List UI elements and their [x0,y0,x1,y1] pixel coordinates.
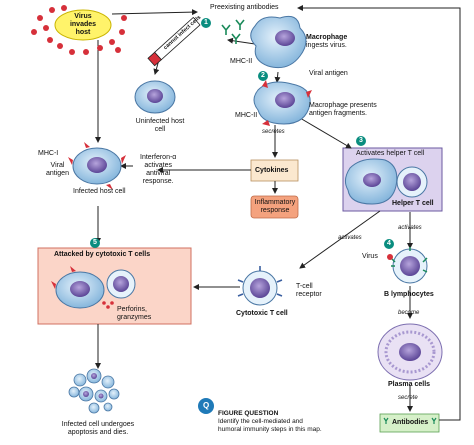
virus-icon [387,254,393,260]
attacking-t-nucleus [113,276,129,292]
t-receptor-label: T-cell receptor [296,283,322,298]
become-label: become [398,310,420,316]
cytotoxic-t-nucleus [250,278,270,298]
preexisting-antibodies-label: Preexisting antibodies [210,4,279,11]
perforins-label: Perforins, granzymes [117,306,152,321]
macrophage-nucleus [275,30,295,46]
figure-question-title: FIGURE QUESTION [218,410,279,417]
helper-t-nucleus [403,173,421,191]
mhc1-label: MHC-I [38,150,59,157]
activates-helper-label: Activates helper T cell [356,150,425,157]
b-cell-receptors [390,247,428,273]
secretes-label: secretes [262,129,285,135]
step-3: 3 [356,136,366,146]
uninfected-host-label: Uninfected host cell [135,118,185,133]
step-2: 2 [258,71,268,81]
virus-invades-bubble [54,9,112,41]
attacked-host-nucleus [70,281,90,297]
infected-host-label: Infected host cell [73,188,126,195]
attacked-label: Attacked by cytotoxic T cells [54,251,151,258]
q-icon-label: Q [203,401,210,410]
figure-question-text: Identify the cell-mediated and humoral i… [218,418,322,433]
virus-invades-label: Virus invades host [69,13,97,36]
helper-t-label: Helper T cell [392,200,434,207]
helper-macrophage-nucleus [363,173,381,187]
step-1: 1 [201,18,211,28]
infected-nucleus [87,157,107,173]
macrophage-label: Macrophage [306,34,348,41]
virus-b-label: Virus [362,253,378,260]
b-lymphocyte-nucleus [400,256,420,276]
virus-cluster [31,5,127,55]
activates-b-label: activates [398,225,422,231]
antibody-icon [221,19,245,44]
macrophage-ingests-label: ingests virus. [306,42,347,49]
macrophage-presents-label: Macrophage presents antigen fragments. [309,102,377,117]
interferon-label: Interferon-α activates antiviral respons… [140,154,177,185]
viral-antigen-left-label: Viral antigen [46,162,69,177]
cytotoxic-label: Cytotoxic T cell [236,310,288,317]
secrete-label: secrete [398,395,418,401]
mhc2-top-label: MHC-II [230,58,253,65]
antibody-box-icons [383,417,437,424]
inflammatory-box [250,195,299,219]
antigen-fragments [262,80,312,126]
t-cell-receptors [237,266,283,297]
antibodies-label: Antibodies [392,419,429,426]
mhc2-mid-label: MHC-II [235,112,258,119]
antibodies-box [379,413,440,433]
apoptosis-label: Infected cell undergoes apoptosis and di… [61,421,135,436]
step-4: 4 [384,239,394,249]
attack-antigens [51,266,114,309]
b-lymphocytes-label: B lymphocytes [384,291,434,298]
plasma-nucleus [399,343,421,361]
activates-a-label: activates [338,235,362,241]
viral-antigen-right-label: Viral antigen [309,70,348,77]
question-icon [198,398,214,414]
step-5: 5 [90,238,100,248]
cytokines-label: Cytokines [255,167,289,174]
presenting-nucleus [275,92,295,108]
plasma-label: Plasma cells [388,381,431,388]
uninfected-nucleus [147,89,163,103]
inflammatory-label: Inflammatory response [254,199,296,214]
plasma-cell-er [384,330,436,374]
apoptotic-nuclei [83,373,104,399]
infected-antigens [68,142,126,190]
cannot-infect-bar [147,16,201,67]
